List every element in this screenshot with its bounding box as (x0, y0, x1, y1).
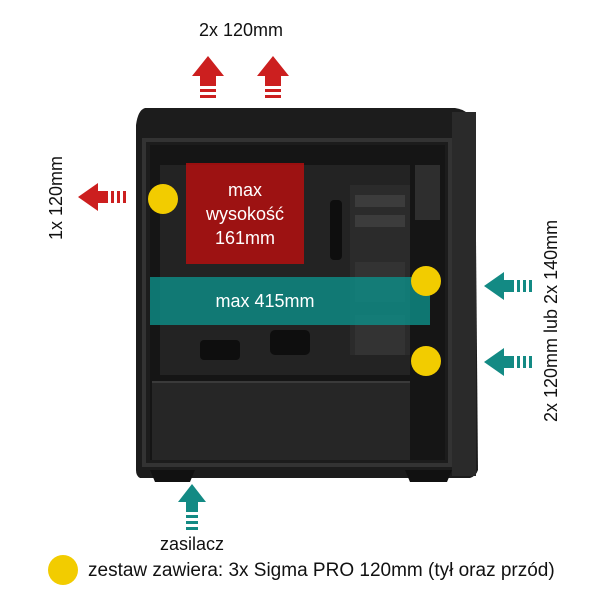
gpu-length-overlay (150, 277, 430, 325)
arrow-left-icon (484, 348, 532, 376)
cpu-cooler-label-line1: max (227, 180, 262, 200)
psu-label: zasilacz (160, 534, 225, 554)
arrow-up-icon (192, 56, 224, 98)
arrow-up-icon (257, 56, 289, 98)
arrow-left-icon (484, 272, 532, 300)
front-intake-label: 2x 120mm lub 2x 140mm (541, 219, 561, 422)
arrow-left-icon (78, 183, 126, 211)
gpu-length-label: max 415mm (215, 291, 315, 311)
cpu-cooler-label: max wysokość 161mm (186, 178, 304, 250)
rear-exhaust-label: 1x 120mm (46, 155, 66, 240)
psu-shroud (152, 382, 410, 460)
fan-dot-icon (411, 266, 441, 296)
cpu-cooler-height-overlay (186, 163, 304, 264)
cpu-cooler-label-line2: wysokość (205, 204, 285, 224)
top-exhaust-label: 2x 120mm (199, 20, 284, 40)
arrow-up-icon (178, 484, 206, 530)
legend-fan-dot-icon (48, 555, 78, 585)
fan-dot-icon (411, 346, 441, 376)
cpu-cooler-label-line3: 161mm (214, 228, 276, 248)
fan-dot-icon (148, 184, 178, 214)
legend-text: zestaw zawiera: 3x Sigma PRO 120mm (tył … (88, 560, 555, 581)
case-foot-left (150, 470, 195, 482)
case-foot-right (405, 470, 452, 482)
